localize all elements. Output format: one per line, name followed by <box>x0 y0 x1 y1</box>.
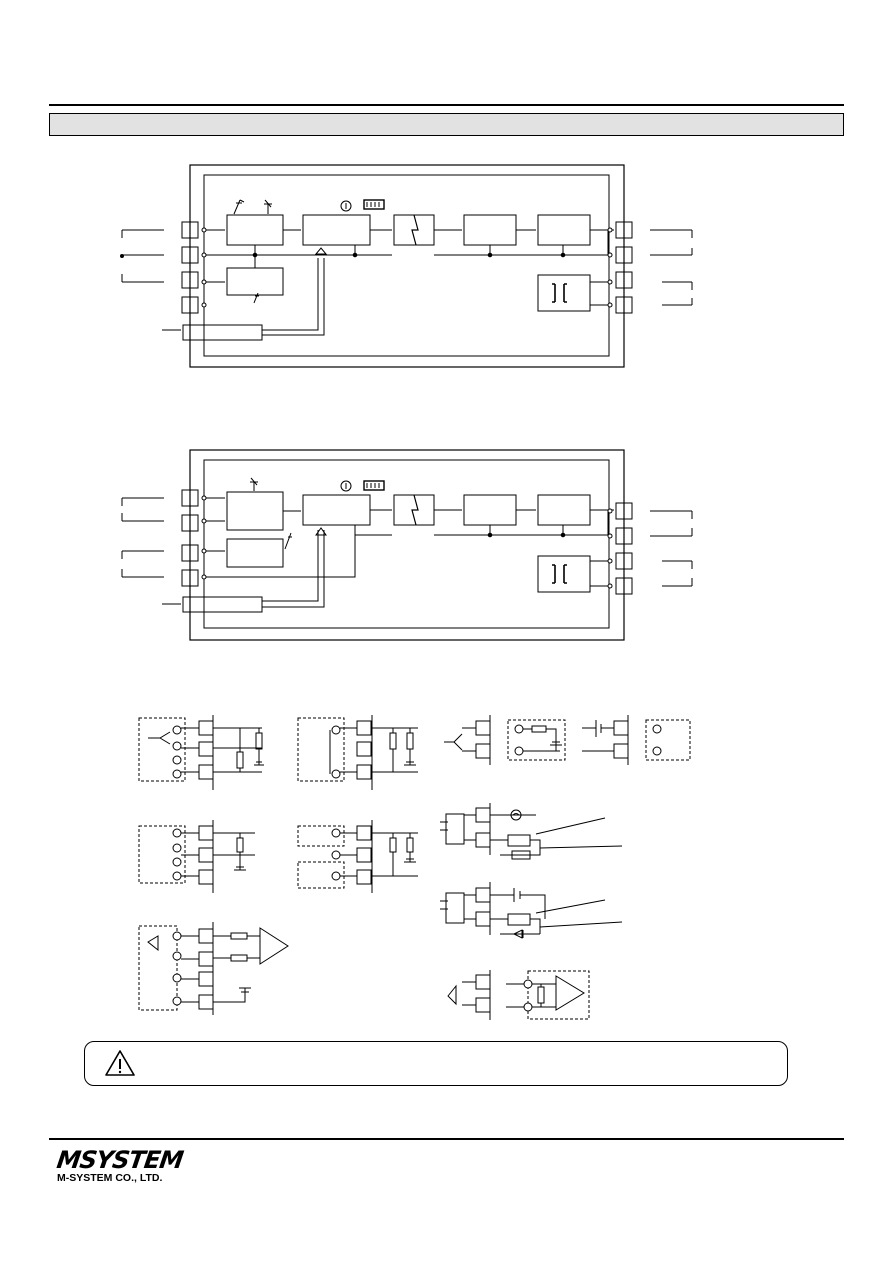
company-name: M-SYSTEM CO., LTD. <box>57 1172 163 1184</box>
footer-rule <box>49 1138 844 1140</box>
company-logo: MSYSTEM M-SYSTEM CO., LTD. <box>55 1146 197 1189</box>
block-diagram-1 <box>120 164 693 368</box>
logo-mark: MSYSTEM <box>55 1146 185 1174</box>
block-diagram-2 <box>121 449 693 641</box>
input-connection-examples <box>138 715 691 1020</box>
header-rule <box>49 104 844 106</box>
section-title-bar <box>49 113 844 136</box>
warning-note <box>84 1041 788 1086</box>
warning-triangle-icon <box>105 1050 135 1076</box>
